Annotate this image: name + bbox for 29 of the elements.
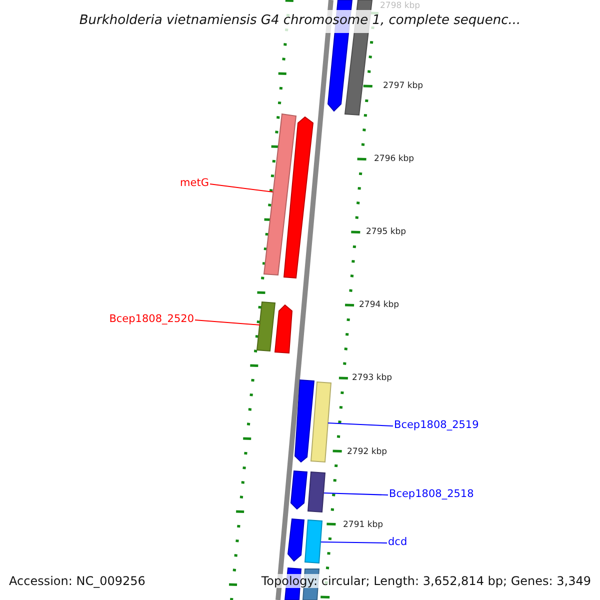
scale-label: 2793 kbp bbox=[352, 373, 392, 383]
gene-label: dcd bbox=[388, 536, 408, 548]
gene-bar bbox=[304, 519, 323, 564]
leader-line bbox=[324, 492, 388, 496]
leader-line bbox=[320, 542, 388, 544]
scale-label: 2796 kbp bbox=[374, 154, 414, 164]
scale-label: 2792 kbp bbox=[347, 447, 388, 457]
gene-bar bbox=[283, 116, 314, 279]
gene-label: Bcep1808_2520 bbox=[109, 313, 194, 325]
gene-bar bbox=[290, 470, 308, 510]
scale-label: 2798 kbp bbox=[380, 1, 420, 11]
gene-bar bbox=[256, 301, 276, 352]
scale-label: 2795 kbp bbox=[366, 227, 406, 237]
scale-label: 2791 kbp bbox=[343, 520, 384, 530]
scale-label: 2797 kbp bbox=[383, 81, 424, 91]
gene-bar bbox=[287, 518, 305, 562]
gene-label: Bcep1808_2518 bbox=[389, 488, 474, 500]
gene-bar bbox=[307, 471, 326, 513]
scale-label: 2794 kbp bbox=[359, 300, 400, 310]
accession-text: Accession: NC_009256 bbox=[9, 574, 146, 588]
genome-summary: Topology: circular; Length: 3,652,814 bp; Genes: 3,349 bbox=[261, 574, 591, 588]
gene-bar bbox=[274, 304, 293, 354]
gene-label: Bcep1808_2519 bbox=[394, 419, 479, 431]
gene-bar bbox=[310, 381, 332, 463]
leader-line bbox=[210, 184, 274, 192]
gene-bar bbox=[263, 113, 297, 276]
leader-line bbox=[194, 320, 260, 326]
gene-bar bbox=[294, 379, 315, 463]
gene-label: metG bbox=[180, 177, 209, 189]
